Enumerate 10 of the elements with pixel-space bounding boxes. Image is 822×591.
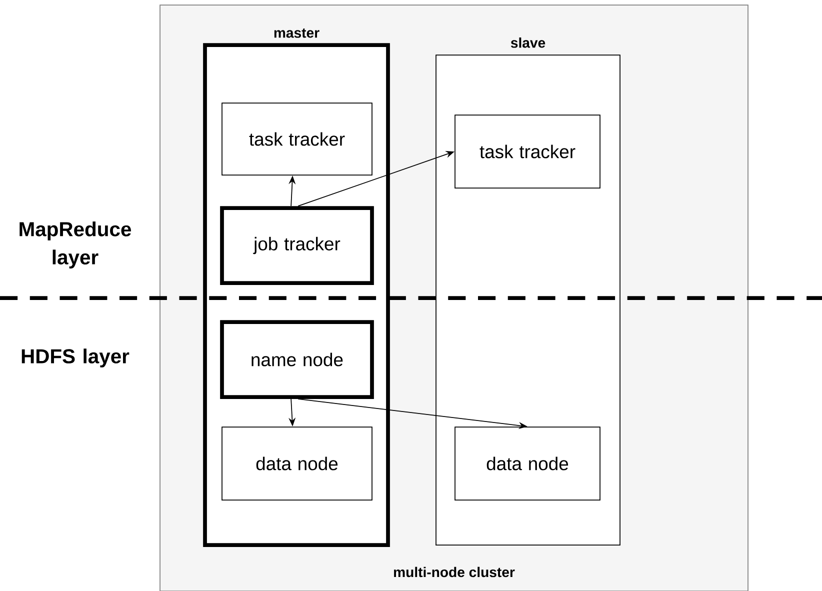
process-box: data node	[222, 426, 372, 500]
process-box: name node	[220, 320, 374, 399]
process-box: task tracker	[222, 102, 372, 176]
node-label: master	[274, 28, 320, 38]
process-box: task tracker	[454, 114, 600, 188]
layer-label: HDFS layer	[22, 348, 130, 368]
node-label: slave	[510, 37, 546, 48]
layer-label: MapReduce layer	[20, 222, 132, 268]
process-box: job tracker	[220, 206, 374, 285]
process-box: data node	[454, 426, 600, 500]
